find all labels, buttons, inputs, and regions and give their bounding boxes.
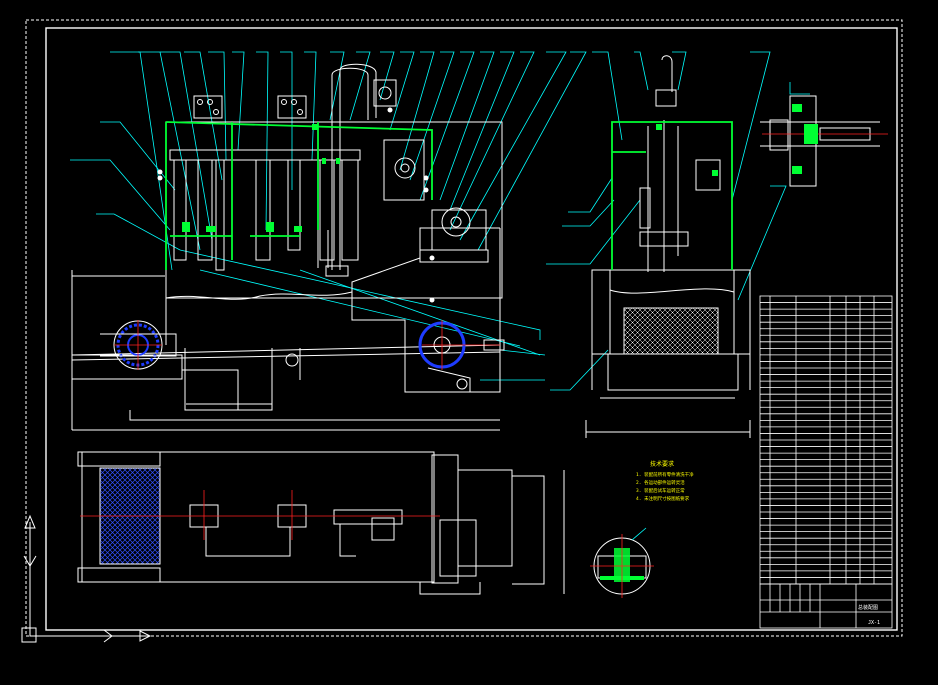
notes-line-1: 1. 装配前所有零件清洗干净 — [636, 471, 694, 478]
side-view — [546, 51, 787, 438]
drawing-frame — [25, 19, 903, 637]
ucs-axis-icon — [21, 514, 152, 643]
leader-lines-front — [70, 51, 587, 381]
notes-title: 技术要求 — [650, 460, 674, 468]
drawing-name: 总装配图 — [858, 604, 878, 611]
drive-wheel-left — [100, 320, 177, 370]
notes-line-2: 2. 各运动部件运转灵活 — [636, 479, 685, 486]
title-block — [759, 583, 893, 629]
drive-wheel-right — [418, 320, 505, 392]
section-detail — [590, 527, 654, 598]
plan-view — [77, 451, 565, 595]
front-view — [70, 51, 587, 431]
technical-notes: 技术要求 1. 装配前所有零件清洗干净 2. 各运动部件运转灵活 3. 装配后试… — [636, 460, 694, 502]
notes-line-3: 3. 装配后试车运转正常 — [636, 487, 685, 494]
detail-view-top — [760, 82, 888, 187]
drawing-number: JX-1 — [868, 620, 880, 626]
parts-list — [759, 295, 893, 585]
notes-line-4: 4. 未注明尺寸按图纸要求 — [636, 495, 690, 502]
